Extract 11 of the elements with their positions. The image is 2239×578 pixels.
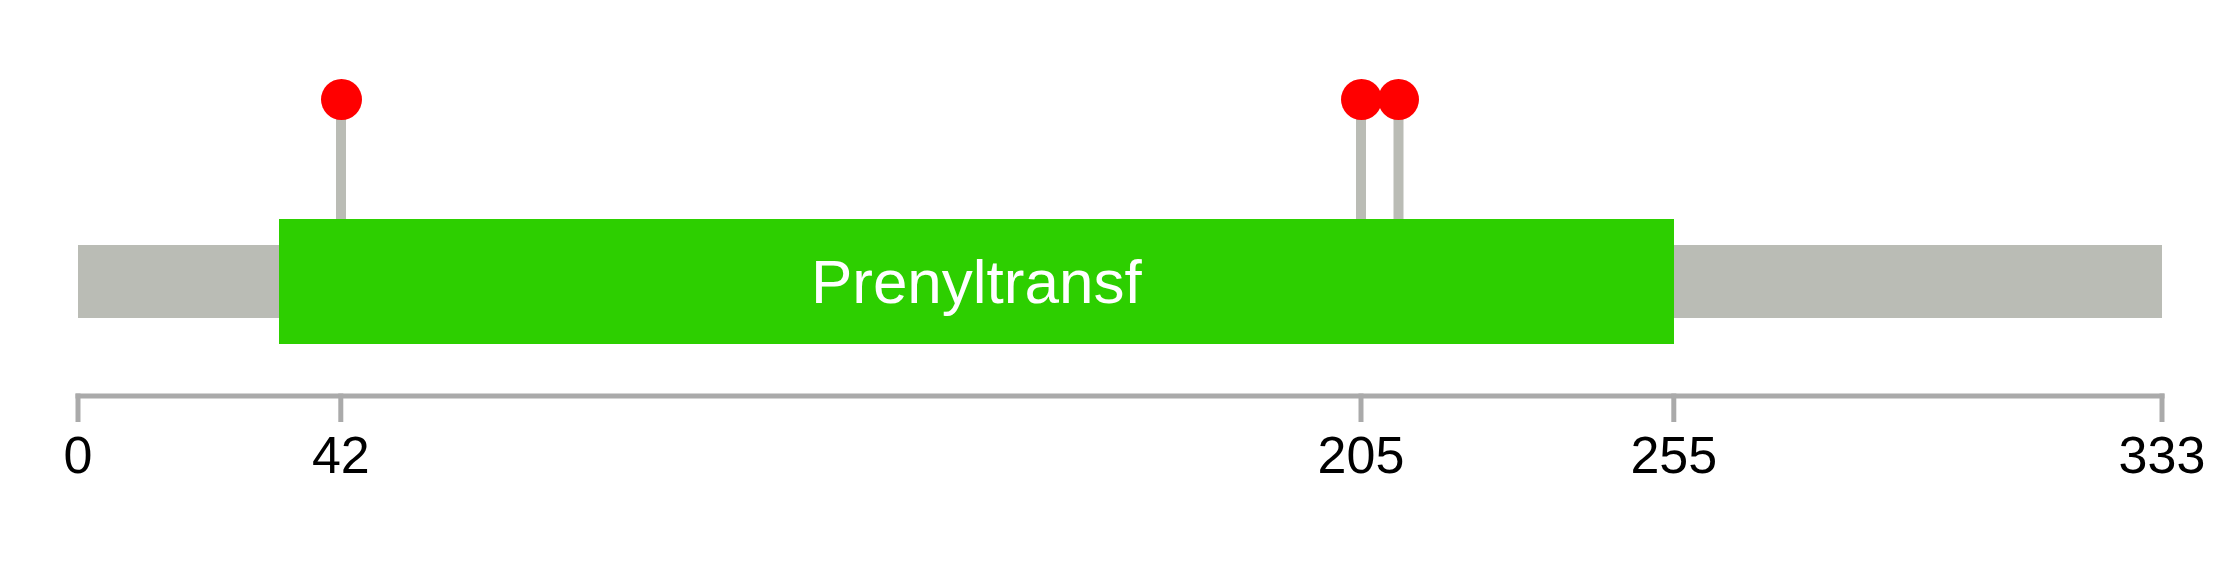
stem-line — [1356, 118, 1366, 219]
axis-tick-label: 0 — [63, 429, 93, 481]
stem-line — [1393, 118, 1404, 219]
domain-bar — [278, 219, 1674, 344]
axis-tick-label: 333 — [2118, 429, 2206, 481]
protein-backbone — [1674, 245, 2162, 318]
protein-backbone — [78, 245, 279, 318]
axis-tick-label: 42 — [311, 429, 370, 481]
stem-line — [336, 118, 346, 219]
axis-tick-label: 205 — [1317, 429, 1405, 481]
axis-tick-label: 255 — [1630, 429, 1718, 481]
